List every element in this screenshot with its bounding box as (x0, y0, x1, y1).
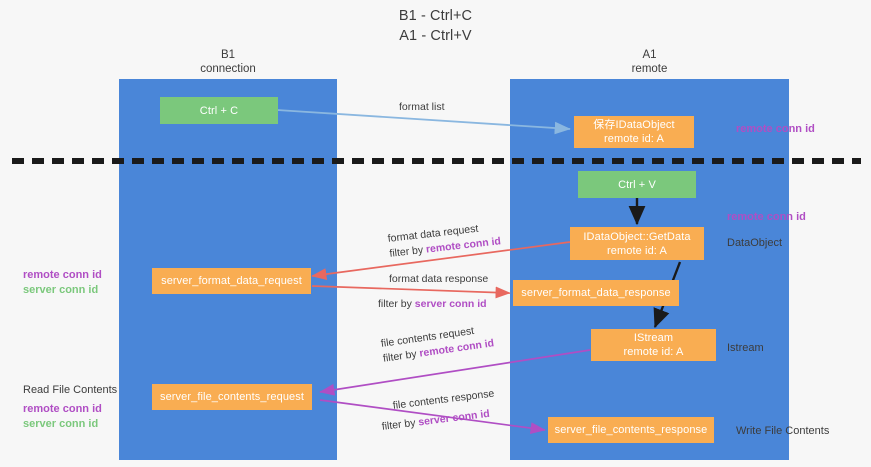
arrow-file-contents-response (319, 399, 546, 434)
arrow-format-list (276, 109, 571, 135)
node-ctrl-c[interactable]: Ctrl + C (160, 97, 278, 124)
node-server-format-data-response-label: server_format_data_response (521, 287, 671, 299)
node-server-format-data-request[interactable]: server_format_data_request (152, 268, 311, 294)
diagram-title: B1 - Ctrl+C A1 - Ctrl+V (0, 6, 871, 46)
node-ctrl-v[interactable]: Ctrl + V (578, 171, 696, 198)
annotation-left-read-file-contents: Read File Contents (23, 384, 118, 396)
node-ctrl-c-label: Ctrl + C (199, 104, 239, 117)
annotation-left-mid-server-conn-id: server conn id (23, 284, 99, 296)
node-server-file-contents-response[interactable]: server_file_contents_response (548, 417, 714, 443)
annotation-right-top-remote-conn-id: remote conn id (736, 123, 815, 135)
node-server-file-contents-request-label: server_file_contents_request (159, 391, 305, 403)
file-contents-response-filter-prefix: filter by (381, 416, 420, 433)
node-istream-label: IStream (633, 332, 674, 344)
arrow-format-data-response (311, 285, 511, 299)
edge-label-format-list: format list (399, 101, 445, 113)
edge-label-format-data-response: format data response (389, 273, 489, 285)
node-idataobject-getdata[interactable]: IDataObject::GetData remote id: A (570, 227, 704, 260)
column-header-b1-subtitle: connection (200, 63, 256, 75)
annotation-right-istream: Istream (727, 342, 764, 354)
format-data-response-filter-key: server conn id (414, 298, 487, 310)
file-contents-request-filter-prefix: filter by (382, 347, 421, 365)
annotation-left-bottom-remote-conn-id: remote conn id (23, 403, 102, 415)
node-save-idataobject[interactable]: 保存IDataObject remote id: A (574, 116, 694, 148)
annotation-right-dataobject: DataObject (727, 237, 783, 249)
title-line-1: B1 - Ctrl+C (398, 8, 473, 24)
column-header-a1-title: A1 (642, 49, 657, 61)
node-idataobject-getdata-sub: remote id: A (607, 244, 667, 257)
node-server-format-data-response[interactable]: server_format_data_response (513, 280, 679, 306)
arrow-file-contents-request (319, 349, 591, 396)
node-server-file-contents-request[interactable]: server_file_contents_request (152, 384, 312, 410)
edge-label-format-data-response-filter: filter by server conn id (378, 297, 487, 312)
title-line-2: A1 - Ctrl+V (399, 28, 472, 44)
column-header-a1: A1 remote (510, 48, 789, 76)
annotation-right-write-file-contents: Write File Contents (736, 425, 830, 437)
node-idataobject-getdata-label: IDataObject::GetData (583, 230, 691, 243)
node-istream-sub: remote id: A (623, 346, 684, 358)
column-header-b1-title: B1 (220, 49, 236, 61)
arrow-format-data-request (311, 241, 571, 281)
node-ctrl-v-label: Ctrl + V (618, 178, 656, 191)
column-header-b1: B1 connection (119, 48, 337, 76)
node-save-idataobject-sub: remote id: A (604, 133, 664, 145)
node-server-file-contents-response-label: server_file_contents_response (554, 424, 708, 436)
node-server-format-data-request-label: server_format_data_request (161, 275, 302, 287)
annotation-left-bottom-server-conn-id: server conn id (23, 418, 99, 430)
node-istream[interactable]: IStream remote id: A (591, 329, 716, 361)
annotation-left-mid-remote-conn-id: remote conn id (23, 269, 102, 281)
annotation-right-mid-remote-conn-id: remote conn id (727, 211, 806, 223)
format-data-request-filter-prefix: filter by (388, 243, 427, 260)
node-save-idataobject-label: 保存IDataObject (593, 119, 675, 131)
column-header-a1-subtitle: remote (631, 63, 668, 75)
format-data-response-filter-prefix: filter by (378, 298, 415, 310)
